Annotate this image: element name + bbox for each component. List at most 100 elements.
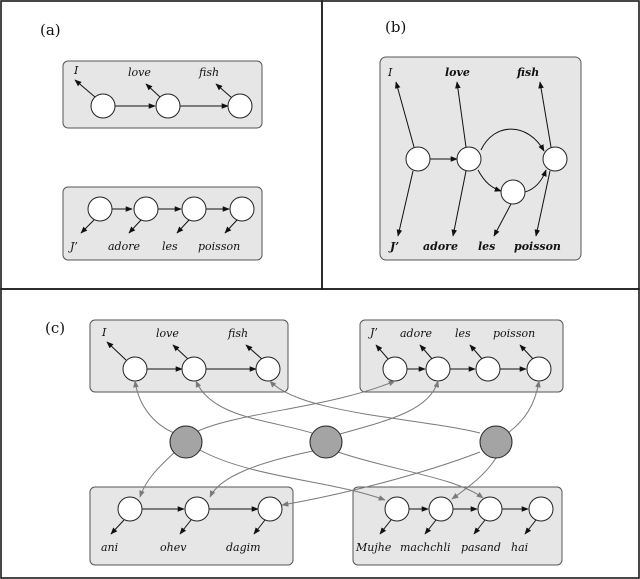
arrow [455,81,467,148]
word-label: J’ [388,240,399,253]
gray-arrow [195,380,313,434]
arrow [524,169,547,193]
hub-node [169,425,203,459]
rnn-node [477,496,503,522]
gray-arrow [197,380,396,432]
rnn-node [526,356,552,382]
hub-node [309,425,343,459]
rnn-node [405,146,431,172]
panel-b-label: (b) [385,18,406,36]
gray-arrow [507,380,541,434]
arrow [128,219,142,234]
gray-arrow [339,380,440,435]
arrow [419,344,434,361]
rnn-node [428,496,454,522]
word-label: J’ [68,240,78,253]
rnn-node [181,356,207,382]
panel-a-label: (a) [40,21,61,39]
arrow [477,169,502,192]
arrow [469,344,484,361]
arrow [538,81,552,148]
rnn-node [155,93,181,119]
arrow [524,519,537,535]
word-label: ohev [160,541,187,554]
word-label: poisson [514,240,561,253]
arrow [110,519,125,535]
arrow [172,344,190,361]
rnn-node [542,146,568,172]
gray-arrow [269,380,481,434]
word-label: fish [198,66,219,79]
word-label: dagim [226,541,261,554]
panel-b: I love fish J’ adore les poisson [379,56,582,261]
gray-arrow [281,451,481,507]
panel-a-french-box [62,186,263,261]
arrow [424,519,437,535]
rnn-node [456,146,482,172]
gray-arrow [197,448,386,501]
rnn-node [475,356,501,382]
word-label: I [101,326,107,339]
word-label: les [455,327,471,340]
arrow [215,83,233,99]
word-label: adore [400,327,432,340]
word-label: I [387,66,393,79]
arrow [394,81,415,148]
panel-a-english-box [62,60,263,129]
gray-arrow [451,457,497,500]
panel-c-label: (c) [45,319,65,337]
arrow [375,344,390,361]
rnn-node [227,93,253,119]
rnn-node [255,356,281,382]
panel-c-french-box [359,319,564,393]
word-label: love [445,66,470,79]
arrow [534,170,551,237]
rnn-node [122,356,148,382]
rnn-node [90,93,116,119]
word-label: I [73,64,79,77]
word-label: ani [101,541,118,554]
arrow [179,519,192,535]
word-label: poisson [198,240,240,253]
hub-node [479,425,513,459]
rnn-node [117,496,143,522]
arrow [245,344,264,361]
rnn-node [257,496,283,522]
rnn-node [229,196,255,222]
word-label: love [156,327,179,340]
gray-arrow [139,451,176,498]
gray-arrow [337,451,484,499]
arrow [106,341,127,361]
word-label: pasand [461,541,501,554]
arrow [519,344,535,361]
arrow [176,219,190,234]
gray-arrow [133,380,176,434]
arrow [145,83,161,98]
word-label: J’ [368,326,378,339]
word-label: poisson [493,327,535,340]
arrow [493,203,512,237]
arrow [379,519,392,535]
gray-arrow [209,450,314,498]
panel-c-border [0,288,640,579]
rnn-node [184,496,210,522]
word-label: hai [511,541,528,554]
arrow [80,219,95,234]
rnn-node [382,356,408,382]
arrow [224,219,238,234]
arrow [396,170,414,237]
word-label: les [478,240,495,253]
rnn-node [528,496,554,522]
word-label: fish [227,327,248,340]
word-label: adore [423,240,458,253]
word-label: love [128,66,151,79]
rnn-node [425,356,451,382]
rnn-node [384,496,410,522]
arrow [480,128,545,152]
word-label: adore [108,240,140,253]
arrow [473,519,486,535]
panel-c: I love fish J’ adore les poisson ani ohe… [89,319,564,566]
rnn-node [87,196,113,222]
rnn-node [133,196,159,222]
